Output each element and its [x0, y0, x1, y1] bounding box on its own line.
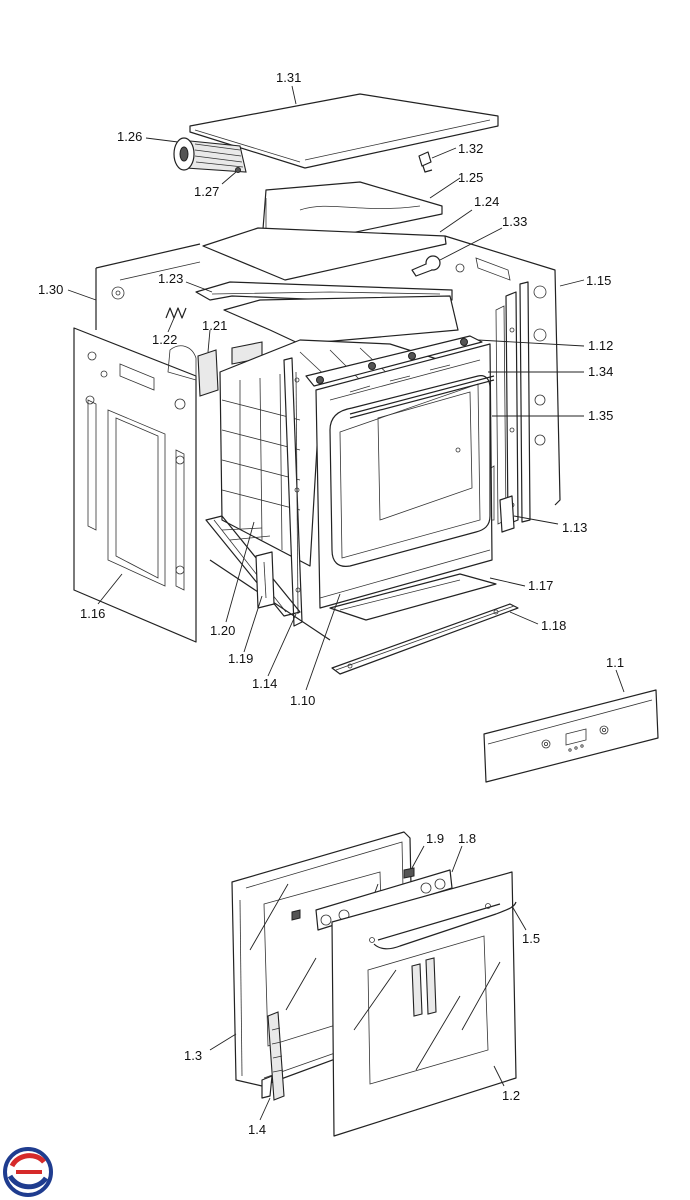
spring-part[interactable]	[165, 307, 187, 319]
label-1-34: 1.34	[588, 364, 613, 379]
label-1-16: 1.16	[80, 606, 105, 621]
outer-door-part[interactable]	[331, 871, 517, 1137]
leader-lines	[67, 85, 625, 1121]
label-1-12: 1.12	[588, 338, 613, 353]
label-1-32: 1.32	[458, 141, 483, 156]
rear-panel-part[interactable]	[95, 235, 561, 506]
label-1-26: 1.26	[117, 129, 142, 144]
clip-part[interactable]	[418, 151, 433, 173]
part-labels: 1.31 1.26 1.27 1.32 1.25 1.24 1.33 1.30 …	[38, 70, 624, 1137]
label-1-20: 1.20	[210, 623, 235, 638]
screw-part[interactable]	[235, 167, 241, 173]
label-1-2: 1.2	[502, 1088, 520, 1103]
label-1-35: 1.35	[588, 408, 613, 423]
oven-cavity-part[interactable]	[315, 343, 493, 609]
label-1-15: 1.15	[586, 273, 611, 288]
duct-plate-part[interactable]	[202, 227, 447, 281]
label-1-22: 1.22	[152, 332, 177, 347]
cavity-roof-part[interactable]	[223, 295, 459, 345]
label-1-25: 1.25	[458, 170, 483, 185]
label-1-27: 1.27	[194, 184, 219, 199]
label-1-17: 1.17	[528, 578, 553, 593]
cooling-fan-part[interactable]	[173, 137, 247, 173]
gasket-part[interactable]	[195, 281, 453, 301]
side-support-part[interactable]	[499, 495, 515, 533]
label-1-24: 1.24	[474, 194, 499, 209]
label-1-14: 1.14	[252, 676, 277, 691]
label-1-3: 1.3	[184, 1048, 202, 1063]
label-1-31: 1.31	[276, 70, 301, 85]
top-cover-part[interactable]	[189, 93, 499, 169]
bottom-rail-part[interactable]	[329, 573, 497, 621]
label-1-9: 1.9	[426, 831, 444, 846]
label-1-4: 1.4	[248, 1122, 266, 1137]
label-1-13: 1.13	[562, 520, 587, 535]
right-side-panel-part[interactable]	[487, 281, 531, 525]
cavity-top-strip-part[interactable]	[305, 335, 483, 387]
thermostat-part[interactable]	[411, 255, 441, 277]
label-1-30: 1.30	[38, 282, 63, 297]
door-screw-part[interactable]	[291, 867, 415, 921]
front-trim-part[interactable]	[331, 603, 519, 675]
control-panel-part[interactable]	[483, 689, 659, 783]
brand-logo-icon	[3, 1147, 53, 1197]
label-1-23: 1.23	[158, 271, 183, 286]
door-hinge-part[interactable]	[261, 1011, 285, 1101]
label-1-18: 1.18	[541, 618, 566, 633]
label-1-33: 1.33	[502, 214, 527, 229]
door-seal-part[interactable]	[349, 375, 495, 419]
label-1-19: 1.19	[228, 651, 253, 666]
bracket-part[interactable]	[255, 551, 275, 609]
label-1-10: 1.10	[290, 693, 315, 708]
label-1-8: 1.8	[458, 831, 476, 846]
label-1-21: 1.21	[202, 318, 227, 333]
label-1-5: 1.5	[522, 931, 540, 946]
left-side-panel-part[interactable]	[73, 327, 197, 643]
label-1-1: 1.1	[606, 655, 624, 670]
